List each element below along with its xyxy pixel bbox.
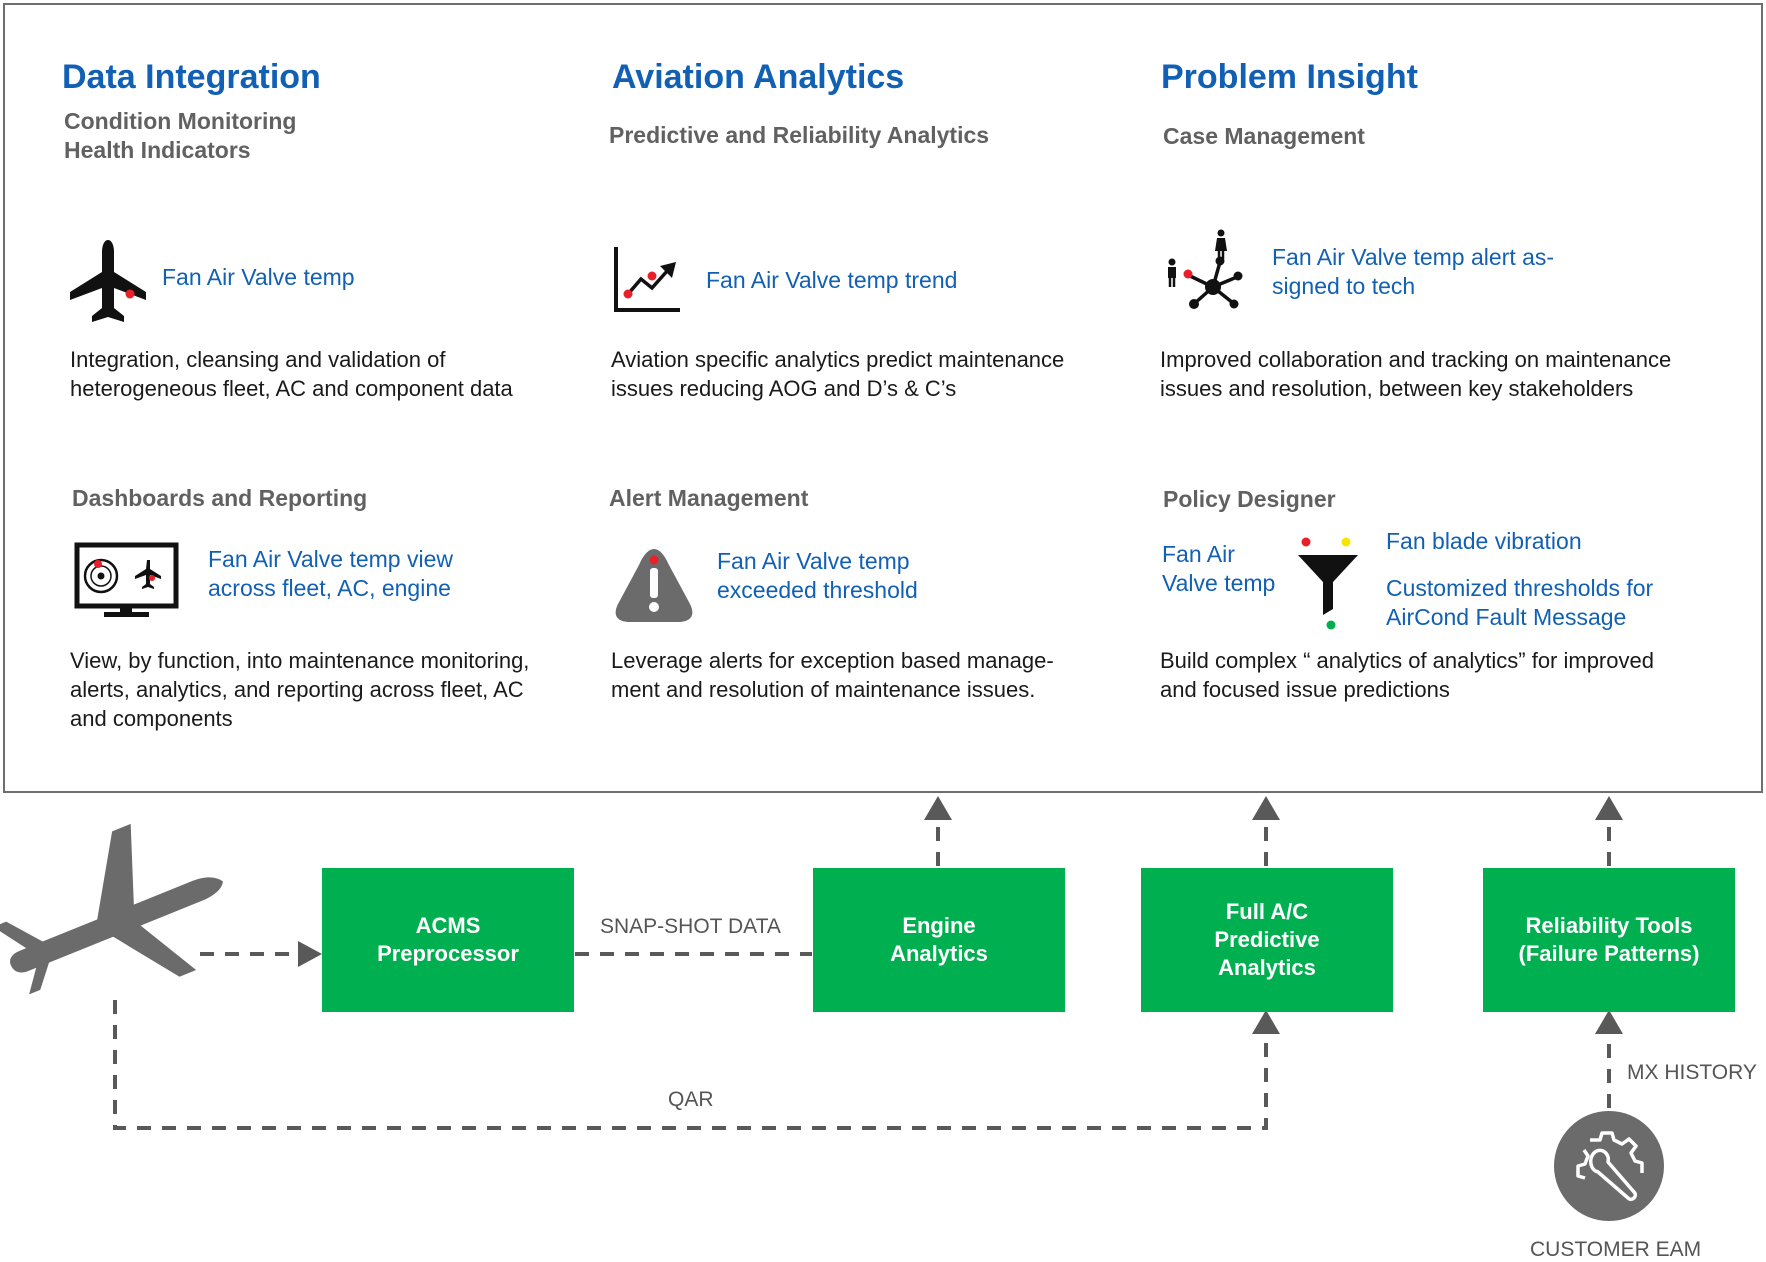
arrow-qar-into-fullac bbox=[1252, 1010, 1280, 1034]
section-heading-case-management: Case Management bbox=[1163, 123, 1365, 149]
arrow-into-acms bbox=[298, 941, 322, 967]
example-fan-air-valve-temp: Fan Air Valve temp bbox=[162, 264, 355, 290]
engine-analytics-box[interactable]: Engine Analytics bbox=[813, 868, 1065, 1012]
customer-eam-label: CUSTOMER EAM bbox=[1530, 1238, 1702, 1261]
snapshot-data-label: SNAP-SHOT DATA bbox=[600, 915, 781, 938]
example-fan-air-valve-temp-trend: Fan Air Valve temp trend bbox=[706, 267, 958, 293]
funnel-icon bbox=[1298, 537, 1358, 630]
aircraft-icon bbox=[0, 823, 223, 995]
trend-chart-icon bbox=[614, 247, 680, 312]
reliability-tools-box[interactable]: Reliability Tools (Failure Patterns) bbox=[1483, 868, 1735, 1012]
network-people-icon bbox=[1168, 229, 1243, 309]
mx-history-label: MX HISTORY bbox=[1627, 1061, 1757, 1084]
description-dashboards: View, by function, into maintenance moni… bbox=[70, 648, 530, 731]
qar-line bbox=[113, 1000, 1268, 1130]
example-fan-air-valve-temp-view: Fan Air Valve temp view across fleet, AC… bbox=[208, 546, 454, 601]
example-fan-air-valve-temp-policy: Fan Air Valve temp bbox=[1162, 541, 1276, 596]
arrow-mx-into-reliability bbox=[1595, 1010, 1623, 1034]
arrowheads bbox=[298, 796, 1623, 1034]
section-heading-dashboards: Dashboards and Reporting bbox=[72, 485, 368, 511]
section-heading-policy-designer: Policy Designer bbox=[1163, 486, 1336, 512]
description-aviation-analytics: Aviation specific analytics predict main… bbox=[611, 347, 1065, 401]
acms-preprocessor-box[interactable]: ACMS Preprocessor bbox=[322, 868, 574, 1012]
arrow-fullac-up bbox=[1252, 796, 1280, 820]
warning-icon bbox=[615, 549, 693, 622]
column-title-aviation-analytics: Aviation Analytics bbox=[612, 58, 905, 96]
airplane-icon bbox=[70, 240, 146, 322]
description-data-integration: Integration, cleansing and validation of… bbox=[70, 347, 513, 401]
flow-lines bbox=[113, 822, 1611, 1130]
qar-label: QAR bbox=[668, 1088, 714, 1111]
description-policy-designer: Build complex “ analytics of analytics” … bbox=[1160, 648, 1654, 702]
arrow-reliability-up bbox=[1595, 796, 1623, 820]
capabilities-panel bbox=[3, 3, 1763, 793]
example-exceeded-threshold: Fan Air Valve temp exceeded threshold bbox=[717, 548, 918, 603]
example-fan-blade-vibration: Fan blade vibration bbox=[1386, 528, 1582, 554]
example-customized-thresholds: Customized thresholds for AirCond Fault … bbox=[1386, 575, 1654, 630]
gear-wrench-icon bbox=[1554, 1111, 1664, 1221]
description-alert-management: Leverage alerts for exception based mana… bbox=[611, 648, 1054, 702]
full-ac-predictive-analytics-box[interactable]: Full A/C Predictive Analytics bbox=[1141, 868, 1393, 1012]
column-title-problem-insight: Problem Insight bbox=[1161, 58, 1418, 96]
column-title-data-integration: Data Integration bbox=[62, 58, 321, 96]
section-heading-alert-management: Alert Management bbox=[609, 485, 809, 511]
description-problem-insight: Improved collaboration and tracking on m… bbox=[1160, 347, 1672, 401]
example-alert-assigned: Fan Air Valve temp alert as- signed to t… bbox=[1272, 244, 1555, 299]
section-heading-condition-monitoring: Condition Monitoring Health Indicators bbox=[64, 108, 297, 163]
section-heading-predictive: Predictive and Reliability Analytics bbox=[609, 122, 990, 148]
monitor-dashboard-icon bbox=[74, 542, 179, 617]
arrow-engine-up bbox=[924, 796, 952, 820]
